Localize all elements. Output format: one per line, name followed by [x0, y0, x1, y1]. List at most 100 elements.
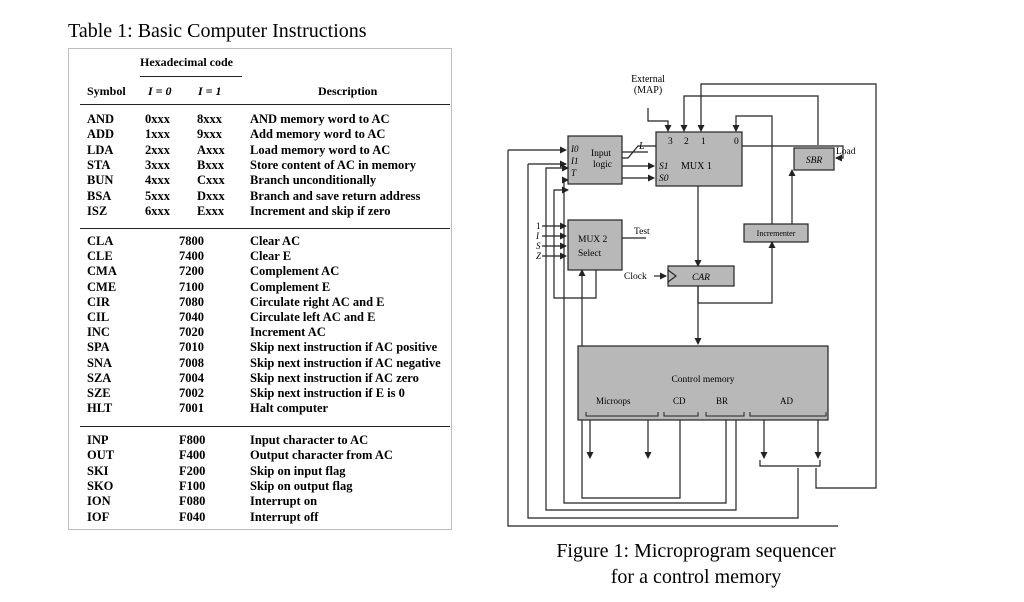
label-control-memory: Control memory: [671, 375, 734, 385]
table-cell-code: 7002: [179, 386, 204, 400]
table-cell-symbol: CMA: [87, 264, 117, 279]
mux2-block: [567, 219, 623, 271]
wire-test-to-input: [553, 186, 597, 299]
label-select: Select: [578, 249, 602, 259]
table-cell-description: Increment and skip if zero: [250, 203, 391, 218]
label-mux1-in1: 1: [701, 137, 706, 147]
table-cell-description: Branch unconditionally: [250, 173, 377, 188]
label-test: Test: [634, 227, 650, 237]
wire-ad-to-mux1: [697, 83, 877, 489]
table-cell-symbol: SKO: [87, 478, 114, 493]
table-cell-symbol: LDA: [87, 142, 114, 157]
header-symbol: Symbol: [87, 84, 126, 98]
label-t: T: [571, 168, 577, 178]
field-ad-bracket: [749, 412, 827, 417]
header-group-rule: [140, 76, 242, 77]
label-s1: S1: [659, 162, 669, 172]
table-cell-symbol: BSA: [87, 188, 112, 203]
table-cell-symbol: CLA: [87, 234, 114, 248]
label-mux1-in2: 2: [684, 137, 689, 147]
table-cell-description: Increment AC: [250, 325, 326, 340]
table-cell-symbol: SKI: [87, 463, 109, 478]
label-sbr: SBR: [806, 156, 823, 166]
table-cell-description: Interrupt off: [250, 509, 319, 524]
table-cell-description: Complement E: [250, 279, 331, 294]
table-cell-code: F040: [179, 509, 206, 524]
table-cell-description: Circulate right AC and E: [250, 294, 385, 309]
table-cell-description: Load memory word to AC: [250, 142, 391, 157]
figure-caption-line1: Figure 1: Microprogram sequencer: [556, 540, 836, 562]
table-cell-description: AND memory word to AC: [250, 112, 390, 126]
table-cell-symbol: CLE: [87, 249, 113, 264]
table-cell-description: Add memory word to AC: [250, 127, 386, 142]
table-cell-code: 7800: [179, 234, 204, 248]
figure-caption-line2: for a control memory: [610, 566, 782, 588]
label-input: Input: [591, 149, 611, 159]
input-logic-block: [567, 135, 623, 185]
table-cell-symbol: CIL: [87, 310, 110, 324]
control-memory-block: [577, 345, 829, 421]
sequencer-figure: External (MAP) I0 I1 T Input logic L 3 2…: [498, 48, 894, 530]
table-cell-symbol: AND: [87, 112, 115, 126]
label-mux1-in3: 3: [668, 137, 673, 147]
label-mux1: MUX 1: [681, 161, 712, 172]
mux1-block: [655, 131, 743, 187]
table-cell-code-i1: 8xxx: [197, 112, 222, 126]
wire-unused2: [598, 270, 608, 280]
wire-outer-loop: [507, 150, 838, 527]
field-cd-bracket: [663, 412, 699, 417]
table-cell-description: Skip on output flag: [250, 478, 353, 493]
table-cell-code-i0: 3xxx: [145, 157, 170, 172]
incrementer-block: [743, 223, 809, 243]
header-hex-code: Hexadecimal code: [140, 55, 233, 69]
wire-br-to-input: [545, 164, 737, 511]
clock-edge-icon: [667, 269, 677, 283]
table-cell-code: 7040: [179, 310, 204, 324]
table-cell-code-i0: 6xxx: [145, 203, 170, 218]
table-cell-symbol: CME: [87, 279, 117, 294]
table-cell-description: Halt computer: [250, 401, 329, 416]
table-title: Table 1: Basic Computer Instructions: [68, 20, 367, 42]
table-cell-description: Circulate left AC and E: [250, 310, 376, 324]
table-cell-code: F400: [179, 448, 206, 463]
table-cell-code-i1: Cxxx: [197, 173, 225, 188]
table-cell-code-i0: 2xxx: [145, 142, 170, 157]
table-cell-code-i0: 0xxx: [145, 112, 170, 126]
label-microops: Microops: [596, 396, 631, 406]
table-cell-description: Skip on input flag: [250, 463, 346, 478]
table-cell-code: F080: [179, 494, 206, 509]
label-incrementer: Incrementer: [757, 229, 796, 238]
table-cell-description: Skip next instruction if AC positive: [250, 340, 438, 355]
table-cell-symbol: SZE: [87, 386, 111, 400]
label-external: External: [631, 74, 665, 85]
table-cell-symbol: ION: [87, 494, 111, 509]
header-i1: I = 1: [198, 84, 222, 98]
label-load: Load: [836, 147, 856, 157]
label-l: L: [638, 141, 645, 152]
table-cell-code-i1: Axxx: [197, 142, 225, 157]
table-cell-code: 7010: [179, 340, 204, 355]
label-mux2-ini: I: [535, 231, 540, 241]
car-block: [667, 265, 735, 287]
table-cell-description: Skip next instruction if AC zero: [250, 370, 419, 385]
label-mux2: MUX 2: [578, 235, 608, 245]
wire-loop-2: [527, 164, 799, 519]
table-cell-symbol: INP: [87, 433, 109, 447]
table-cell-description: Clear E: [250, 249, 292, 264]
wire-sbr-to-mux1: [680, 95, 819, 145]
table-cell-code-i0: 5xxx: [145, 188, 170, 203]
table-cell-symbol: SZA: [87, 370, 112, 385]
header-rule: [80, 104, 450, 105]
table-cell-code: 7020: [179, 325, 204, 340]
figure-caption: Figure 1: Microprogram sequencer for a c…: [498, 538, 894, 590]
table-cell-code-i1: Bxxx: [197, 157, 225, 172]
field-br-bracket: [705, 412, 745, 417]
table-cell-code: 7001: [179, 401, 204, 416]
label-map: (MAP): [634, 85, 662, 96]
table-cell-description: Complement AC: [250, 264, 340, 279]
label-car: CAR: [692, 273, 710, 283]
table-cell-code: F200: [179, 463, 206, 478]
table-cell-description: Skip next instruction if AC negative: [250, 355, 441, 370]
wire-map: [647, 108, 672, 132]
table-cell-description: Output character from AC: [250, 448, 393, 463]
